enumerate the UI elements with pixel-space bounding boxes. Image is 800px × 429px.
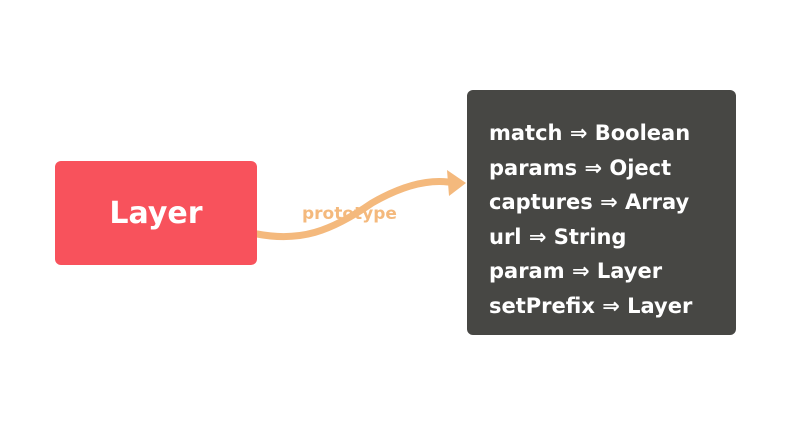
prototype-item-type: Layer xyxy=(596,259,663,283)
arrowhead-icon xyxy=(447,170,466,196)
prototype-item-type: Layer xyxy=(627,293,693,318)
prototype-item: captures ⇒ Array xyxy=(489,185,736,220)
prototype-item-name: match xyxy=(489,121,563,145)
implies-arrow-icon: ⇒ xyxy=(584,155,603,180)
prototype-item-type: Oject xyxy=(609,155,672,180)
implies-arrow-icon: ⇒ xyxy=(569,121,588,145)
prototype-item-name: setPrefix xyxy=(489,293,595,318)
prototype-node: match ⇒ Boolean params ⇒ Oject captures … xyxy=(467,90,736,335)
prototype-item-name: param xyxy=(489,259,565,283)
layer-node: Layer xyxy=(55,161,257,265)
prototype-item: url ⇒ String xyxy=(489,220,736,255)
prototype-item: setPrefix ⇒ Layer xyxy=(489,289,736,324)
layer-node-label: Layer xyxy=(109,195,203,231)
implies-arrow-icon: ⇒ xyxy=(602,293,620,318)
prototype-item-type: Array xyxy=(624,190,690,214)
implies-arrow-icon: ⇒ xyxy=(528,224,547,249)
edge-label-prototype: prototype xyxy=(302,204,397,224)
prototype-item-type: String xyxy=(553,224,627,249)
prototype-item-type: Boolean xyxy=(594,121,691,145)
implies-arrow-icon: ⇒ xyxy=(600,190,618,214)
prototype-item: match ⇒ Boolean xyxy=(489,116,736,151)
prototype-item-name: params xyxy=(489,155,578,180)
prototype-item-name: captures xyxy=(489,190,593,214)
prototype-item-name: url xyxy=(489,224,522,249)
prototype-connector xyxy=(253,178,452,241)
implies-arrow-icon: ⇒ xyxy=(571,259,590,283)
prototype-item: params ⇒ Oject xyxy=(489,151,736,186)
prototype-item: param ⇒ Layer xyxy=(489,254,736,289)
